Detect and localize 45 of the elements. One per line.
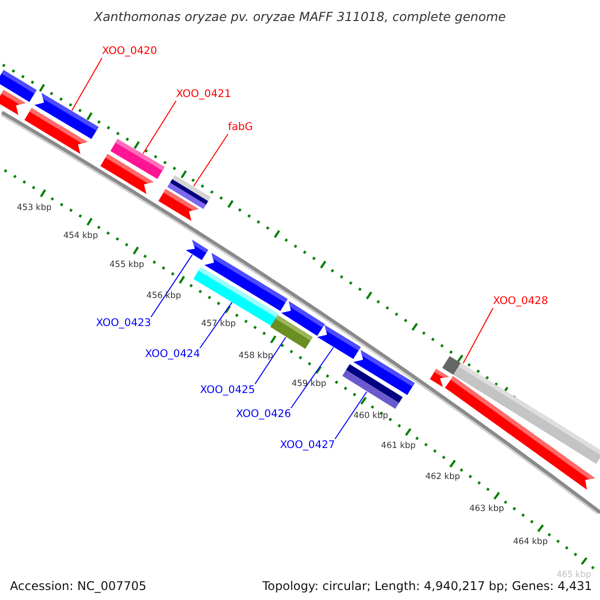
gene-feature-bar	[204, 253, 288, 311]
scale-label: 465 kbp	[556, 570, 592, 580]
gene-label: XOO_0421	[176, 88, 232, 101]
accession-text: Accession: NC_007705	[10, 578, 146, 595]
leader-line	[142, 100, 176, 154]
scale-label: 460 kbp	[353, 410, 388, 421]
leader-line	[462, 308, 494, 364]
gene-feature-bar	[281, 301, 325, 336]
leader-line	[150, 254, 193, 318]
scale-label: 459 kbp	[292, 378, 326, 389]
scale-label: 463 kbp	[469, 504, 504, 514]
leader-line	[71, 58, 102, 111]
scale-label: 464 kbp	[513, 536, 548, 547]
gene-feature-bar	[317, 325, 361, 359]
scale-label: 456 kbp	[146, 291, 182, 302]
gene-label: XOO_0426	[236, 408, 292, 421]
leader-line	[254, 336, 286, 384]
leader-line	[334, 391, 368, 440]
gene-feature-bar	[110, 139, 165, 179]
gene-feature-bar	[444, 376, 596, 490]
leader-line	[200, 302, 233, 348]
gene-feature-bar	[34, 93, 99, 139]
scale-label: 455 kbp	[110, 260, 144, 270]
genome-stats-text: Topology: circular; Length: 4,940,217 bp; Genes: 4,431	[262, 579, 592, 595]
gene-label: XOO_0423	[96, 317, 152, 330]
gene-feature-bar	[186, 240, 208, 260]
gene-label: fabG	[228, 121, 253, 134]
gene-label: XOO_0424	[145, 348, 200, 361]
gene-feature-bar	[353, 350, 415, 395]
scale-label: 453 kbp	[16, 202, 52, 213]
scale-label: 457 kbp	[201, 318, 236, 329]
scale-label: 454 kbp	[63, 231, 98, 242]
leader-line	[193, 134, 228, 187]
gene-feature-bar	[0, 90, 26, 115]
gene-label: XOO_0428	[493, 295, 548, 308]
gene-label: XOO_0420	[102, 45, 158, 58]
gene-feature-bar	[167, 175, 211, 209]
gene-feature-bar	[342, 364, 403, 409]
scale-label: 461 kbp	[381, 440, 416, 451]
genome-title: Xanthomonas oryzae pv. oryzae MAFF 311018, complete genome	[94, 8, 506, 26]
leader-line	[290, 346, 334, 408]
scale-label: 458 kbp	[238, 350, 274, 361]
gene-label: XOO_0427	[280, 439, 336, 452]
gene-label: XOO_0425	[200, 384, 256, 397]
scale-label: 462 kbp	[425, 472, 460, 482]
